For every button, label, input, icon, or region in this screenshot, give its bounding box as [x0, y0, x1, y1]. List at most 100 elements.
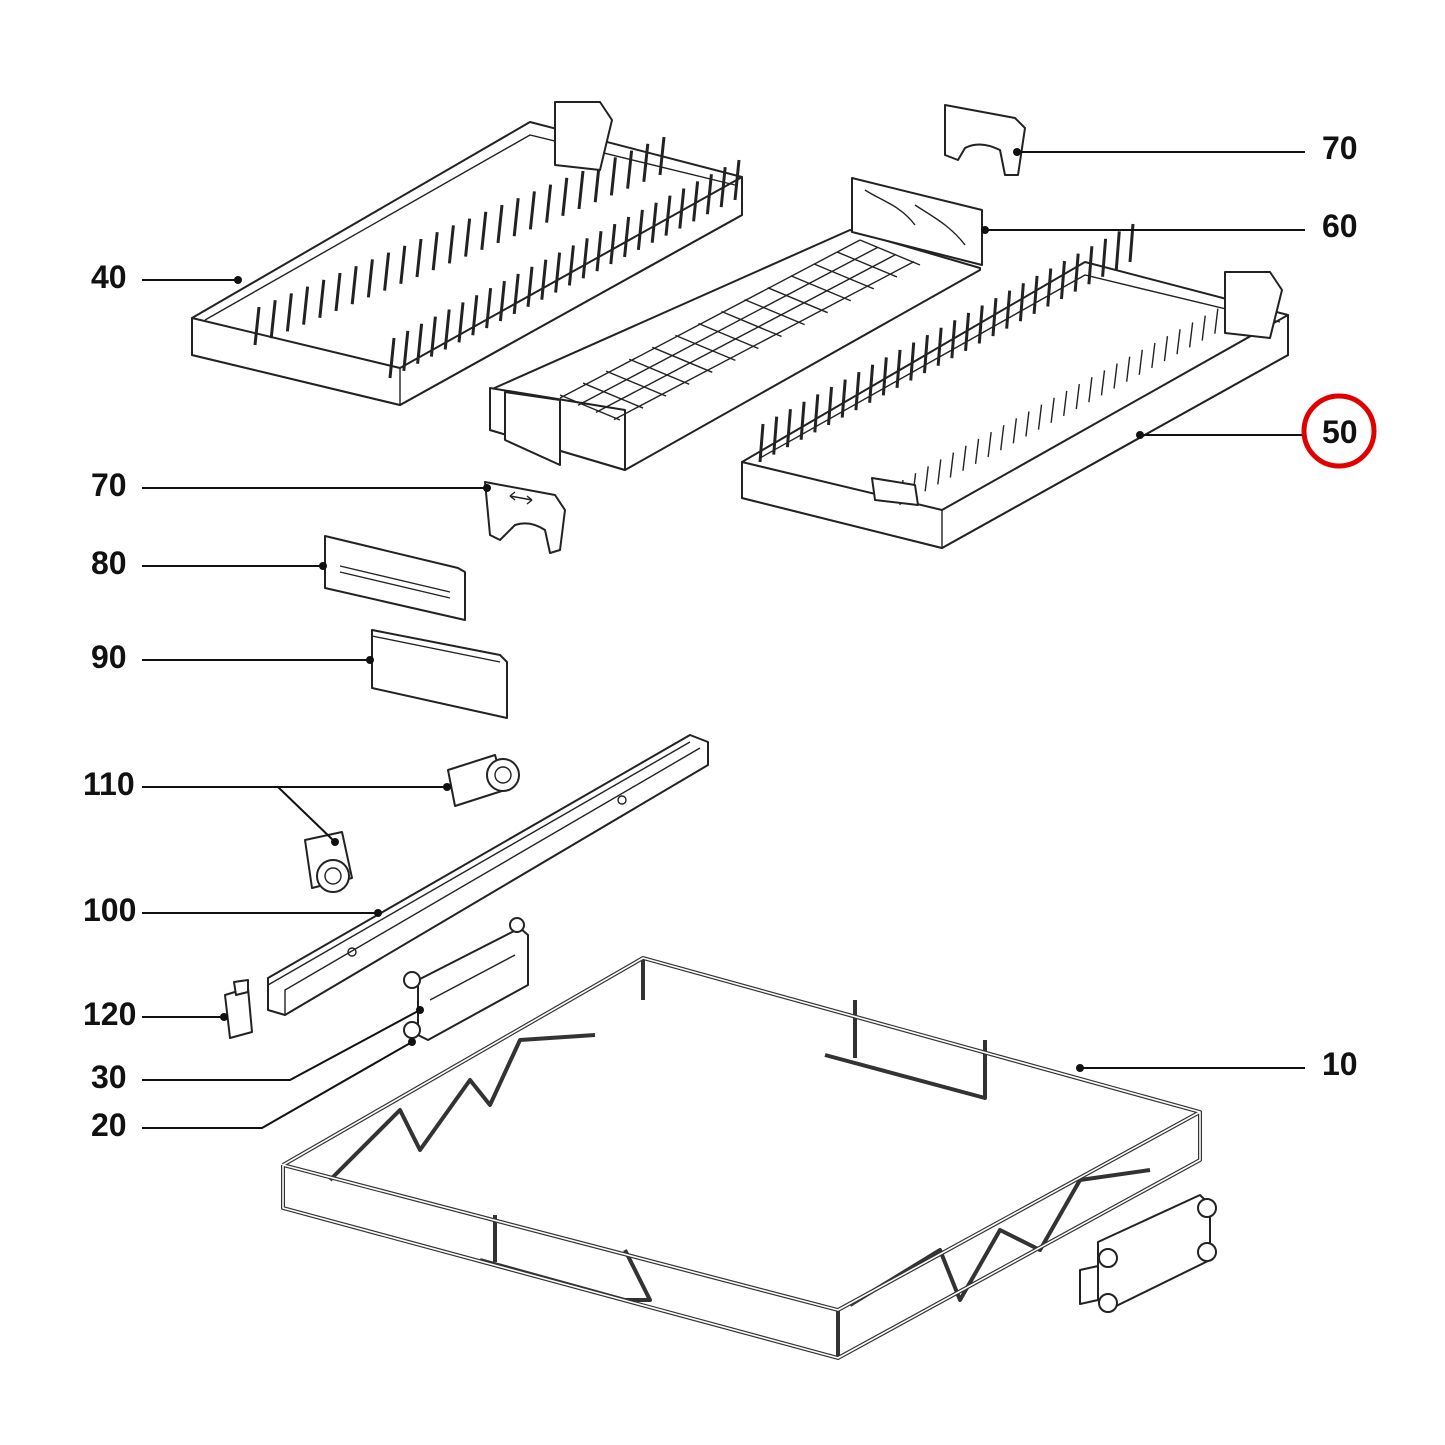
tray-60-rail — [559, 239, 861, 399]
basket-40-tine — [595, 231, 603, 272]
tray-60-rail — [595, 253, 897, 414]
basket-50-tine — [868, 364, 875, 403]
tray-60-divider — [605, 370, 667, 397]
tray-60-rail — [613, 260, 915, 421]
basket-40-tine — [498, 280, 506, 322]
basket-50-rib — [1163, 336, 1169, 362]
basket-40-tine — [658, 136, 666, 176]
basket-50-tine — [758, 423, 765, 463]
basket-40-tine — [431, 232, 439, 271]
basket-40-tine — [485, 288, 493, 329]
basket-40-tine — [269, 300, 277, 339]
tray-60-divider — [767, 287, 828, 314]
basket-50-rib — [1037, 404, 1043, 430]
basket-50-rib — [962, 445, 967, 471]
tray-60-divider — [721, 310, 782, 338]
basket-40-tine — [719, 166, 727, 208]
part-100-rail — [267, 734, 709, 1016]
callout-50-highlight-circle — [1301, 393, 1377, 469]
part-60-grid — [559, 239, 921, 421]
basket-40-tine — [554, 252, 562, 293]
part-30-bracket — [403, 917, 529, 1041]
tray-60-divider — [582, 382, 644, 409]
basket-40-tine — [623, 216, 631, 258]
basket-50-tine — [799, 401, 806, 440]
part-90-panel — [371, 629, 508, 719]
basket-40-tine — [626, 150, 634, 189]
part-110-wheels — [304, 754, 520, 893]
basket-50-rib — [1012, 418, 1018, 444]
basket-40-tine — [443, 309, 451, 350]
basket-40-tine — [457, 302, 465, 343]
basket-50-tine — [1046, 268, 1053, 307]
basket-50-rib — [1063, 390, 1068, 417]
callout-80: 80 — [91, 545, 127, 581]
basket-40-tine — [388, 337, 396, 379]
part-10-wire-frame — [281, 956, 1202, 1360]
basket-50-rib — [1025, 411, 1030, 437]
basket-40-tine — [350, 266, 358, 305]
leader-lines — [142, 148, 1305, 1129]
basket-40-tine — [471, 295, 479, 336]
callout-60: 60 — [1322, 208, 1358, 244]
basket-50-tine — [909, 342, 916, 381]
tray-60-divider — [675, 334, 736, 362]
basket-50-rib — [1188, 322, 1194, 348]
basket-40-tine — [650, 202, 658, 243]
basket-50-tine — [936, 327, 943, 366]
basket-40-tine — [526, 266, 534, 307]
tray-60-divider — [744, 298, 805, 326]
basket-40-tine — [480, 211, 488, 250]
basket-50-rib — [1201, 315, 1206, 341]
basket-50-rib — [1050, 397, 1055, 423]
basket-40-tine — [692, 181, 700, 222]
basket-40-tine — [512, 198, 520, 237]
basket-40-tine — [540, 259, 548, 300]
basket-40-tine — [253, 306, 261, 346]
tray-60-rail — [577, 246, 879, 406]
basket-40-tine — [512, 273, 520, 315]
basket-40-tine — [429, 316, 437, 357]
tray-60-divider — [698, 322, 759, 350]
basket-50-tine — [1059, 260, 1066, 300]
callout-100: 100 — [83, 892, 136, 928]
basket-50-tine — [922, 334, 929, 374]
part-40-tines — [253, 136, 741, 379]
basket-40-tine — [416, 323, 424, 364]
basket-40-tine — [705, 174, 713, 215]
callout-70-left: 70 — [91, 467, 127, 503]
basket-50-tine — [1101, 238, 1108, 277]
part-40-basket — [191, 101, 743, 406]
basket-50-tine — [813, 394, 820, 433]
tray-60-divider — [628, 358, 690, 385]
callout-50: 50 — [1322, 414, 1358, 450]
tray-60-divider — [559, 394, 621, 421]
tray-60-divider — [859, 239, 921, 266]
basket-50-tine — [827, 386, 834, 426]
basket-40-tine — [561, 177, 569, 216]
basket-50-tine — [964, 312, 971, 352]
basket-40-tine — [447, 225, 455, 264]
basket-40-tine — [609, 223, 617, 265]
part-120-clip — [224, 979, 253, 1039]
callout-20: 20 — [91, 1107, 127, 1143]
basket-40-tine — [545, 184, 553, 223]
callout-10: 10 — [1322, 1046, 1358, 1082]
basket-40-tine — [642, 143, 650, 182]
basket-50-rib — [1151, 342, 1156, 369]
basket-50-tine — [991, 297, 998, 337]
basket-40-tine — [415, 238, 423, 278]
basket-40-tine — [567, 245, 575, 286]
basket-40-tine — [636, 209, 644, 250]
basket-40-tine — [577, 170, 585, 210]
basket-40-tine — [399, 245, 407, 284]
basket-40-tine — [528, 191, 536, 230]
callout-labels: 70 60 50 10 40 70 80 90 110 100 120 30 2… — [83, 130, 1377, 1143]
callout-120: 120 — [83, 996, 136, 1032]
basket-40-tine — [496, 204, 504, 244]
part-10-side-plate — [1079, 1194, 1217, 1313]
basket-50-tine — [1032, 275, 1039, 314]
callout-30: 30 — [91, 1059, 127, 1095]
basket-40-tine — [609, 157, 617, 196]
